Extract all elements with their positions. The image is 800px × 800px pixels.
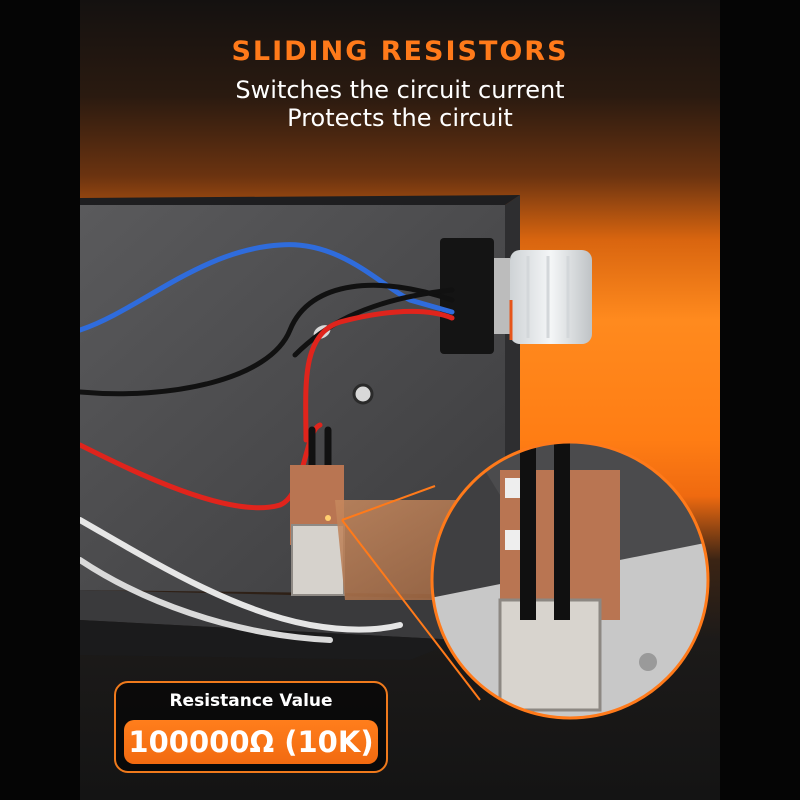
headline: SLIDING RESISTORS (231, 36, 569, 67)
rotary-knob (440, 238, 592, 354)
resistance-value: 100000Ω (10K) (128, 725, 374, 759)
product-photo-panel (80, 0, 720, 800)
subtitle-line-2: Protects the circuit (287, 104, 513, 132)
subtitle-line-1: Switches the circuit current (235, 76, 565, 104)
product-photo (80, 195, 710, 720)
zoom-inset (341, 440, 710, 720)
left-margin (0, 0, 80, 800)
wires (80, 242, 455, 643)
resistance-badge: Resistance Value 100000Ω (10K) (114, 681, 388, 773)
resistance-value-box: 100000Ω (10K) (124, 720, 378, 764)
right-margin (720, 0, 800, 800)
resistance-label: Resistance Value (169, 691, 333, 711)
